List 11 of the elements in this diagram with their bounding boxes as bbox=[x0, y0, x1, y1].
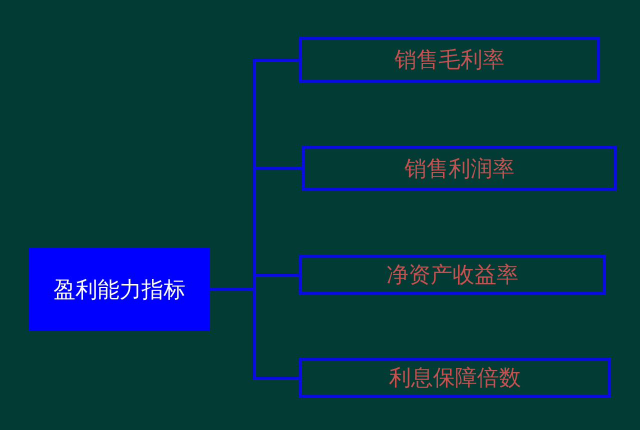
metric-box bbox=[302, 146, 617, 191]
node-label: 销售利润率 bbox=[404, 156, 514, 184]
node-label: 利息保障倍数 bbox=[389, 365, 521, 393]
category-box bbox=[29, 248, 210, 331]
node-label: 盈利能力指标 bbox=[54, 276, 186, 304]
node-label: 销售毛利率 bbox=[394, 47, 504, 75]
metric-box bbox=[299, 37, 600, 83]
node-label: 净资产收益率 bbox=[386, 262, 518, 290]
connector-line bbox=[210, 288, 299, 380]
metric-box bbox=[299, 358, 611, 398]
metric-box bbox=[299, 255, 606, 295]
